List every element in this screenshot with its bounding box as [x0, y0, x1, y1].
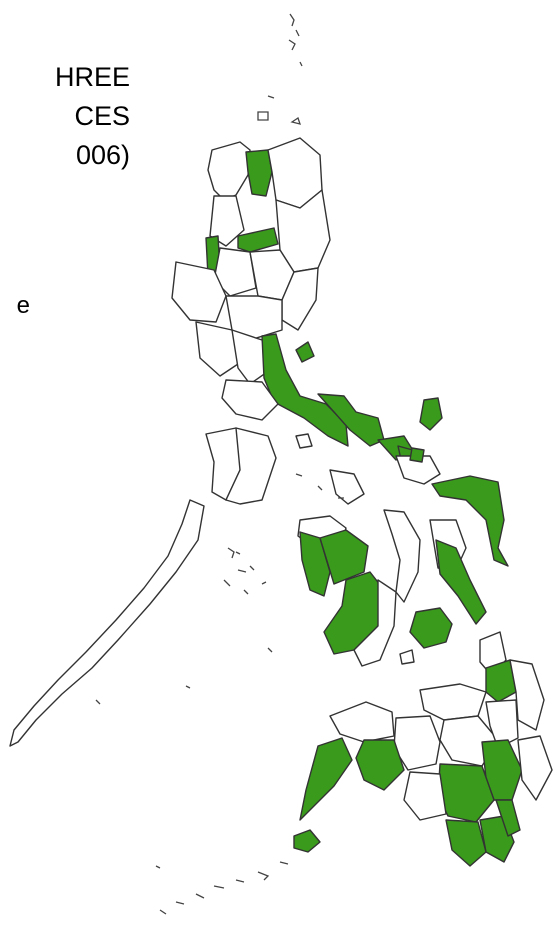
province-northern-samar	[395, 455, 441, 485]
map-title: HREE CES 006)	[0, 58, 130, 175]
title-line-2: CES	[74, 101, 130, 132]
province-camarines	[317, 393, 385, 447]
province-marinduque-area	[295, 341, 315, 363]
mimaropa-islands	[205, 427, 365, 505]
province-mindoro-oriental	[225, 427, 277, 505]
province-davao-sur	[495, 799, 521, 837]
sulu-archipelago	[159, 861, 289, 915]
province-tarlac-pampanga	[195, 321, 245, 377]
province-catanduanes	[419, 397, 443, 431]
calamian-islets	[223, 547, 249, 595]
province-bohol	[409, 607, 453, 649]
visayas-region	[297, 447, 509, 667]
province-masbate	[329, 469, 365, 505]
province-apayao	[245, 149, 273, 197]
northern-islets	[257, 13, 303, 125]
luzon-region	[171, 137, 443, 479]
province-zamboanga-sur	[355, 739, 405, 791]
province-batangas-laguna	[221, 379, 279, 421]
province-basilan	[293, 829, 321, 853]
title-line-3: 006)	[75, 140, 130, 171]
province-davao-oriental	[517, 735, 553, 801]
legend-label: e	[16, 292, 30, 319]
province-palawan	[9, 499, 205, 747]
province-biliran	[409, 447, 425, 463]
province-la-union-pangasinan	[171, 261, 227, 323]
title-line-1: HREE	[54, 62, 130, 92]
province-maguindanao	[403, 771, 447, 821]
province-zamboanga-sibugay	[299, 737, 353, 821]
province-abra	[209, 195, 245, 247]
province-ifugao	[237, 227, 279, 253]
province-leyte	[435, 539, 487, 625]
province-sultan-kudarat	[445, 819, 487, 867]
province-iloilo	[319, 529, 369, 585]
province-negros-oriental	[353, 579, 397, 667]
province-samar	[431, 475, 509, 567]
province-marinduque	[295, 433, 313, 449]
province-surigao-sur	[509, 659, 545, 731]
province-cebu	[383, 509, 421, 603]
province-zamboanga-norte	[329, 701, 395, 743]
province-siquijor	[399, 649, 415, 665]
province-agusan-norte	[485, 659, 517, 703]
mindanao-region	[159, 631, 553, 915]
province-bulacan-rizal	[231, 329, 271, 385]
scattered-islets	[95, 473, 344, 869]
province-ilocos-norte	[207, 141, 251, 201]
palawan	[9, 499, 249, 747]
province-misamis-oriental	[419, 683, 487, 721]
